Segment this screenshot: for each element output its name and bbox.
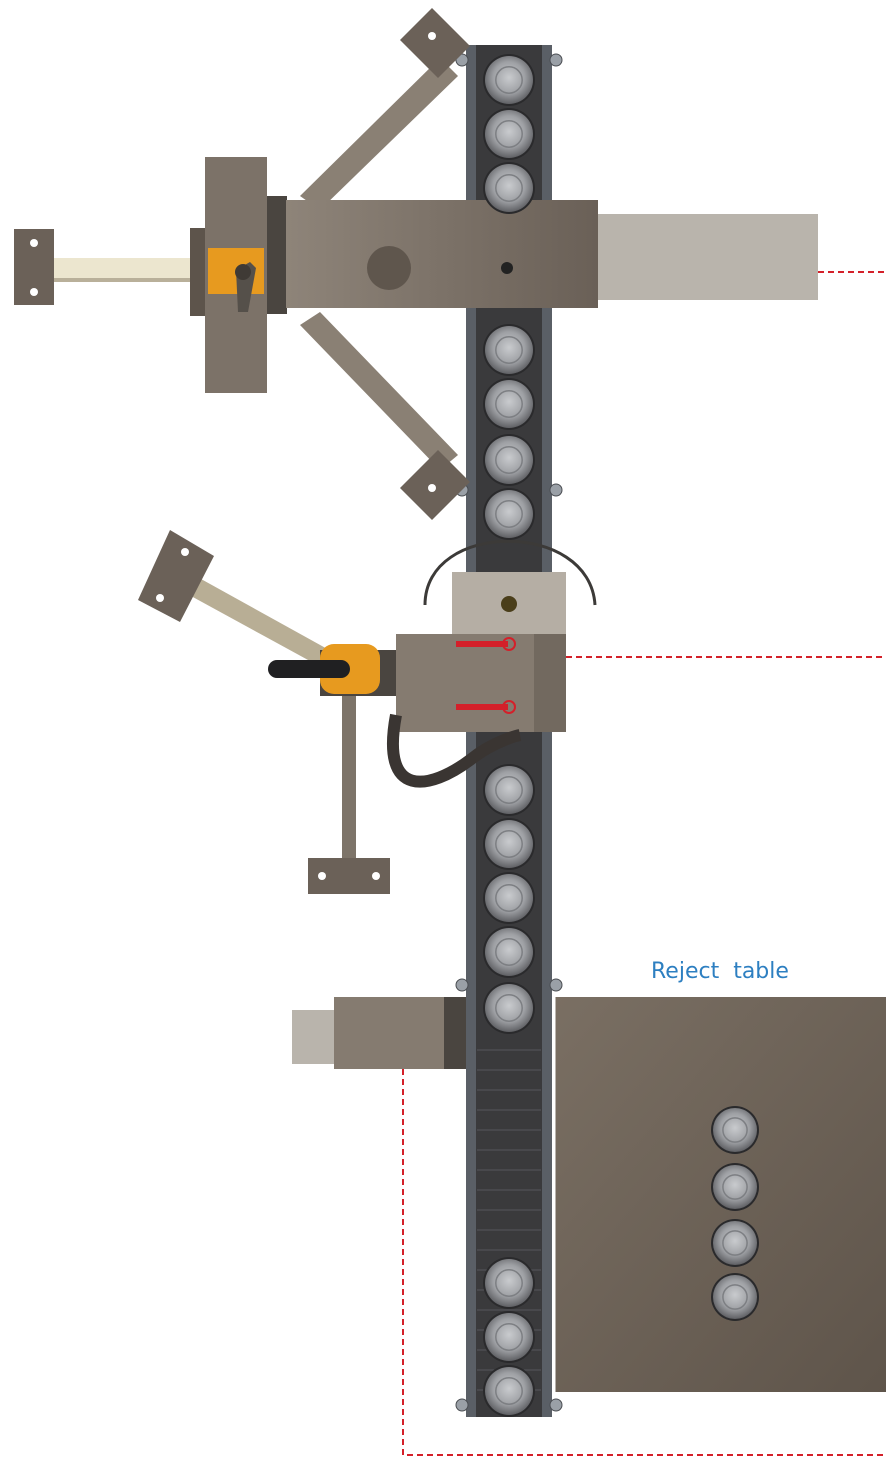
rail-bolt bbox=[549, 978, 563, 992]
rail-bolt bbox=[455, 1398, 469, 1412]
can bbox=[483, 872, 535, 924]
can bbox=[483, 378, 535, 430]
can bbox=[483, 488, 535, 540]
red-indicator-top bbox=[456, 641, 508, 647]
can bbox=[483, 926, 535, 978]
bracket-plate-diagonal bbox=[138, 530, 214, 622]
red-indicator-bottom bbox=[456, 704, 508, 710]
housing-port bbox=[367, 246, 411, 290]
bracket-plate-top bbox=[400, 8, 470, 78]
can bbox=[483, 108, 535, 160]
leader-lines bbox=[402, 271, 886, 1456]
housing-extension bbox=[598, 214, 818, 300]
pusher-body bbox=[334, 997, 450, 1069]
can bbox=[483, 324, 535, 376]
can bbox=[483, 818, 535, 870]
can bbox=[483, 764, 535, 816]
rail-bolt bbox=[549, 1398, 563, 1412]
bracket-plate-foot bbox=[308, 858, 390, 894]
can bbox=[711, 1106, 759, 1154]
housing-body bbox=[286, 200, 598, 308]
vertical-post bbox=[342, 688, 356, 858]
can bbox=[483, 162, 535, 214]
rail-bolt bbox=[549, 483, 563, 497]
can bbox=[483, 1365, 535, 1417]
cable-loop-top bbox=[423, 539, 597, 606]
sensor-mount-arm-middle bbox=[138, 530, 396, 894]
bracket-plate-bottom bbox=[400, 450, 470, 520]
can bbox=[483, 982, 535, 1034]
can bbox=[711, 1163, 759, 1211]
can bbox=[483, 1311, 535, 1363]
rail-bolt bbox=[549, 53, 563, 67]
support-braces-top bbox=[300, 8, 470, 520]
can bbox=[483, 1257, 535, 1309]
reject-pusher bbox=[292, 997, 466, 1069]
can bbox=[711, 1219, 759, 1267]
can bbox=[483, 54, 535, 106]
pusher-rod bbox=[292, 1010, 334, 1064]
sensor-mount-arm-top bbox=[14, 229, 204, 305]
top-sensor-housing bbox=[190, 157, 818, 393]
rail-bolt bbox=[455, 978, 469, 992]
leader-line-bottom bbox=[402, 1069, 886, 1456]
knob-lever bbox=[268, 660, 350, 678]
cable-hose bbox=[386, 713, 522, 788]
can bbox=[483, 434, 535, 486]
reject-table-label: Reject table bbox=[651, 959, 789, 984]
middle-sensor-unit bbox=[386, 539, 597, 788]
can bbox=[711, 1273, 759, 1321]
cans bbox=[483, 54, 759, 1417]
